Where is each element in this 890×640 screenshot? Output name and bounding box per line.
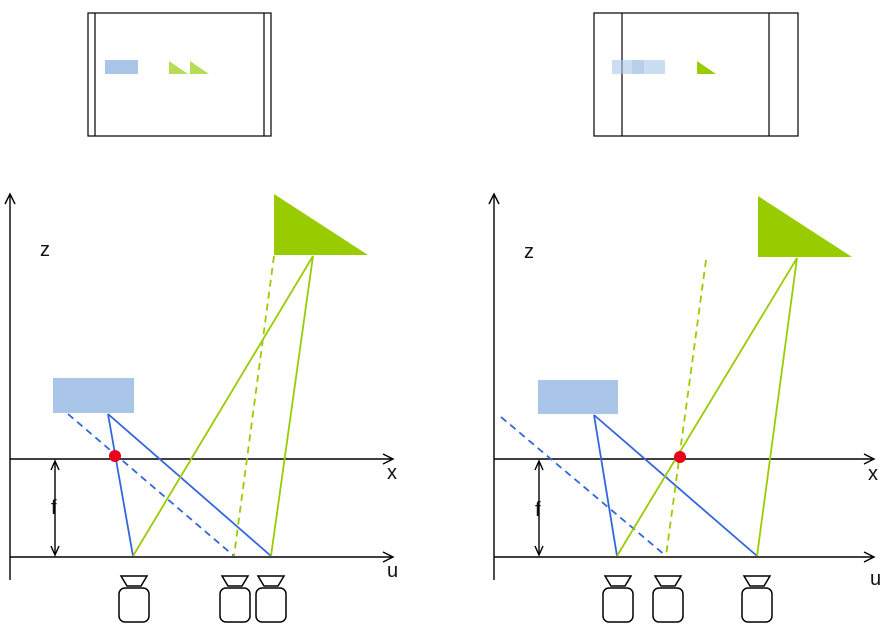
right-panel: z x u f [488,12,881,623]
camera-icon [602,575,634,623]
left-x-label: x [387,462,397,484]
left-image-thumbnail [87,12,272,137]
right-f-label: f [535,499,541,521]
left-axes [4,192,395,580]
left-z-label: z [40,239,50,261]
left-red-point [109,450,121,462]
right-image-thumbnail [593,12,799,137]
left-f-label: f [51,497,57,519]
right-rectangle-object [538,380,618,414]
right-x-label: x [868,463,878,485]
camera-icon [652,575,684,623]
camera-icon [741,575,773,623]
left-rays [67,255,314,557]
right-thumb-rect-2 [632,60,665,74]
left-thumb-rect [105,60,138,74]
camera-icon [219,575,251,623]
left-panel: z x u f [4,12,398,623]
right-triangle-object [758,196,852,257]
camera-icon [118,575,150,623]
left-thumb-triangle-2 [190,61,209,74]
right-u-label: u [870,568,881,590]
right-thumb-triangle [697,61,716,74]
camera-icon [255,575,287,623]
left-thumb-triangle-1 [169,61,188,74]
right-red-point [674,451,686,463]
right-z-label: z [524,241,534,263]
left-u-label: u [387,560,398,582]
left-triangle-object [274,194,368,255]
right-rays [500,257,798,557]
left-rectangle-object [53,378,134,413]
